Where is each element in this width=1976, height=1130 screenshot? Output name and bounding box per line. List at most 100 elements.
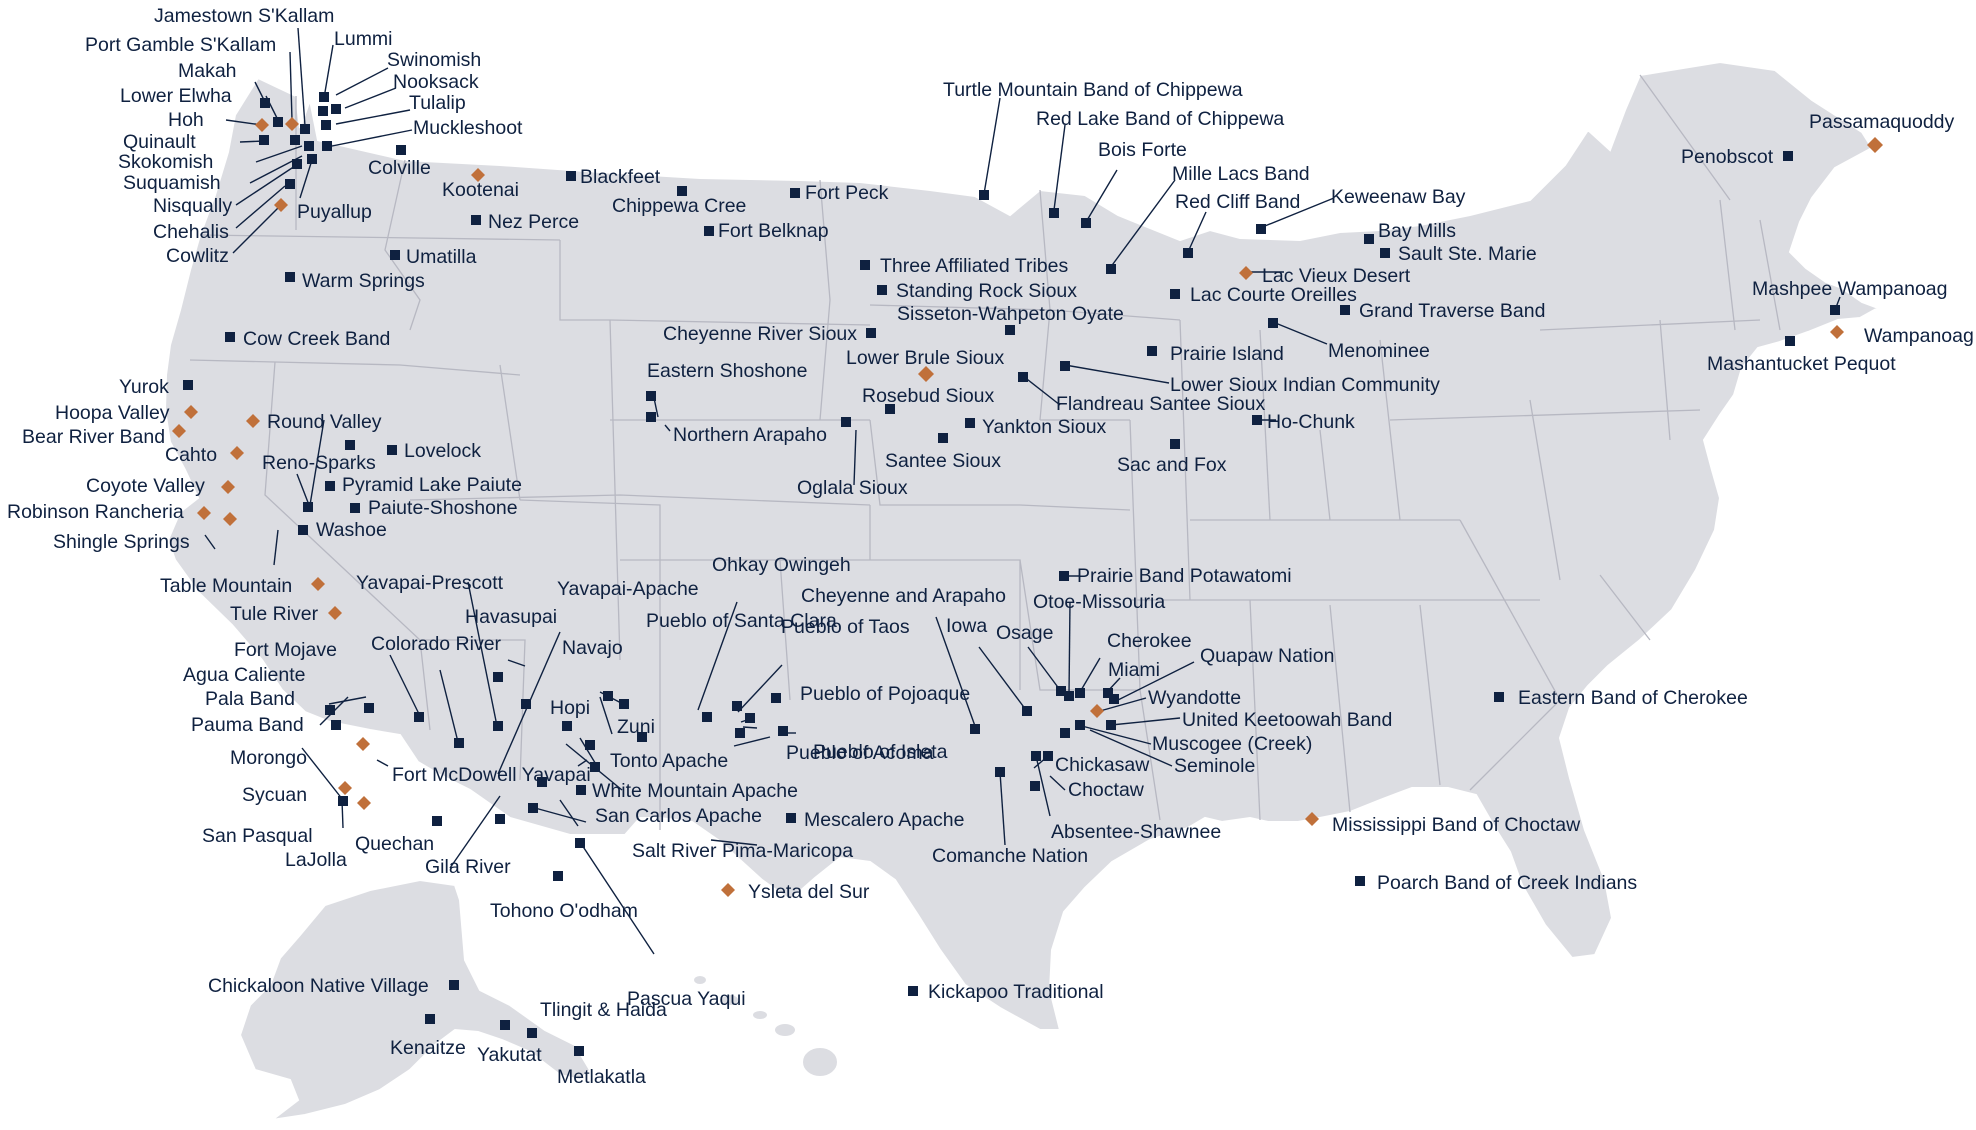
map-label: Northern Arapaho (673, 424, 827, 446)
square-marker (1018, 372, 1028, 382)
map-label: Eastern Shoshone (647, 360, 807, 382)
square-marker (965, 418, 975, 428)
square-marker (318, 106, 328, 116)
map-label: Quapaw Nation (1200, 645, 1334, 667)
diamond-marker (1090, 704, 1104, 718)
map-label: Tule River (230, 603, 319, 625)
map-label: Morongo (230, 747, 307, 769)
map-label: White Mountain Apache (592, 780, 798, 802)
map-label: Keweenaw Bay (1331, 186, 1466, 208)
map-label: Metlakatla (557, 1066, 646, 1088)
map-label: United Keetoowah Band (1182, 709, 1392, 731)
square-marker (1256, 224, 1266, 234)
square-marker (1056, 686, 1066, 696)
square-marker (454, 738, 464, 748)
square-marker (449, 980, 459, 990)
map-label-santa-clara: Pueblo of Santa Clara (646, 610, 837, 632)
square-marker (732, 701, 742, 711)
map-label: Cahto (165, 444, 217, 466)
map-label: Cheyenne River Sioux (663, 323, 857, 345)
map-label: Fort Mojave (234, 639, 337, 661)
diamond-marker (918, 366, 934, 382)
square-marker (877, 285, 887, 295)
square-marker (841, 417, 851, 427)
square-marker (1022, 706, 1032, 716)
square-marker (432, 816, 442, 826)
square-marker (745, 713, 755, 723)
square-marker (735, 728, 745, 738)
map-label-santa-clara-text: Pueblo of Santa Clara (646, 610, 837, 632)
map-label: Eastern Band of Cherokee (1518, 687, 1748, 709)
square-marker (1830, 305, 1840, 315)
square-marker (285, 272, 295, 282)
map-label: Santee Sioux (885, 450, 1001, 472)
square-marker (1043, 751, 1053, 761)
map-label: Tulalip (409, 92, 466, 114)
map-label: Mashpee Wampanoag (1752, 278, 1947, 300)
map-label: Kootenai (442, 179, 519, 201)
map-label: Nooksack (393, 71, 479, 93)
map-label: Penobscot (1681, 146, 1774, 168)
square-marker (1783, 151, 1793, 161)
map-label: Zuni (617, 716, 655, 738)
map-label: Wampanoag (1864, 325, 1974, 347)
square-marker (1075, 720, 1085, 730)
map-label: Washoe (316, 519, 387, 541)
square-marker (938, 433, 948, 443)
map-label: Salt River Pima-Maricopa (632, 840, 853, 862)
map-label: Havasupai (465, 606, 557, 628)
map-label: Chickasaw (1055, 754, 1150, 776)
square-marker (1059, 571, 1069, 581)
diamond-marker (1305, 812, 1319, 826)
map-label: Mescalero Apache (804, 809, 964, 831)
square-marker (1106, 264, 1116, 274)
square-marker (396, 145, 406, 155)
square-marker (225, 332, 235, 342)
map-label: Ohkay Owingeh (712, 554, 851, 576)
alaska-landmass (238, 878, 592, 1121)
map-label: Lac Courte Oreilles (1190, 284, 1357, 306)
square-marker (325, 481, 335, 491)
square-marker (790, 188, 800, 198)
map-label: Poarch Band of Creek Indians (1377, 872, 1637, 894)
map-label: Port Gamble S'Kallam (85, 34, 276, 56)
map-label: Hoopa Valley (55, 402, 170, 424)
square-marker (500, 1020, 510, 1030)
map-label: Reno-Sparks (262, 452, 376, 474)
diamond-marker (356, 737, 370, 751)
square-marker (1268, 318, 1278, 328)
square-marker (704, 226, 714, 236)
square-marker (970, 724, 980, 734)
map-label: Makah (178, 60, 237, 82)
square-marker (259, 135, 269, 145)
map-label: Absentee-Shawnee (1051, 821, 1221, 843)
square-marker (1081, 218, 1091, 228)
map-label: Yakutat (477, 1044, 542, 1066)
square-marker (1380, 248, 1390, 258)
square-marker (493, 721, 503, 731)
square-marker (1103, 688, 1113, 698)
diamond-marker (197, 506, 211, 520)
square-marker (471, 215, 481, 225)
square-marker (646, 391, 656, 401)
map-label: Sycuan (242, 784, 307, 806)
square-marker (300, 124, 310, 134)
map-label: Cowlitz (166, 245, 229, 267)
square-marker (273, 117, 283, 127)
square-marker (303, 502, 313, 512)
map-label: Cow Creek Band (243, 328, 390, 350)
square-marker (576, 785, 586, 795)
map-label: Gila River (425, 856, 511, 878)
map-label: Nisqually (153, 195, 232, 217)
diamond-marker (230, 446, 244, 460)
map-label: Colville (368, 157, 431, 179)
square-marker (574, 1046, 584, 1056)
square-marker (338, 796, 348, 806)
square-marker (677, 186, 687, 196)
map-label: Chehalis (153, 221, 229, 243)
square-marker (637, 732, 647, 742)
map-label: Miami (1108, 659, 1160, 681)
square-marker (387, 445, 397, 455)
square-marker (537, 777, 547, 787)
map-label: Pascua Yaqui (627, 988, 746, 1010)
